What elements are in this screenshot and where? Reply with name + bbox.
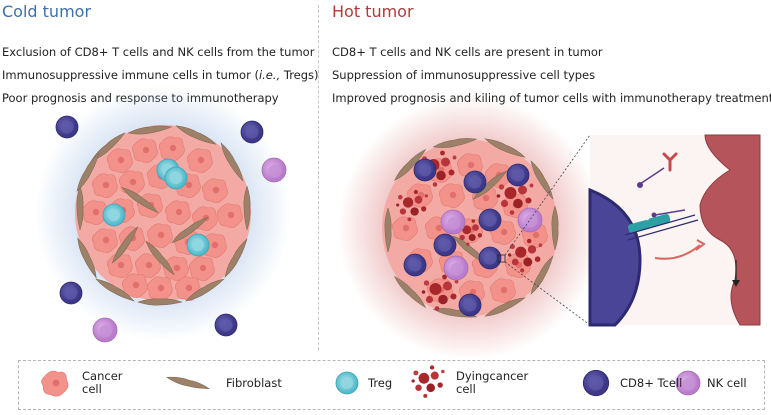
cold-line-2: Immunosuppressive immune cells in tumor … <box>2 68 319 82</box>
synapse-zoom-panel <box>588 134 761 327</box>
cold-line-1: Exclusion of CD8+ T cells and NK cells f… <box>2 45 315 59</box>
hot-line-2: Suppression of immunosuppressive cell ty… <box>332 68 596 82</box>
legend-label-nk-cell: NK cell <box>707 376 747 390</box>
panel-divider <box>318 5 319 350</box>
legend <box>18 360 765 410</box>
hot-tumor-title: Hot tumor <box>332 2 414 21</box>
legend-label-treg: Treg <box>368 376 393 390</box>
legend-label-cd8-tcell: CD8+ Tcell <box>620 376 683 390</box>
hot-line-1: CD8+ T cells and NK cells are present in… <box>332 45 603 59</box>
cold-tumor-title: Cold tumor <box>2 2 92 21</box>
legend-label-fibroblast: Fibroblast <box>226 376 282 390</box>
